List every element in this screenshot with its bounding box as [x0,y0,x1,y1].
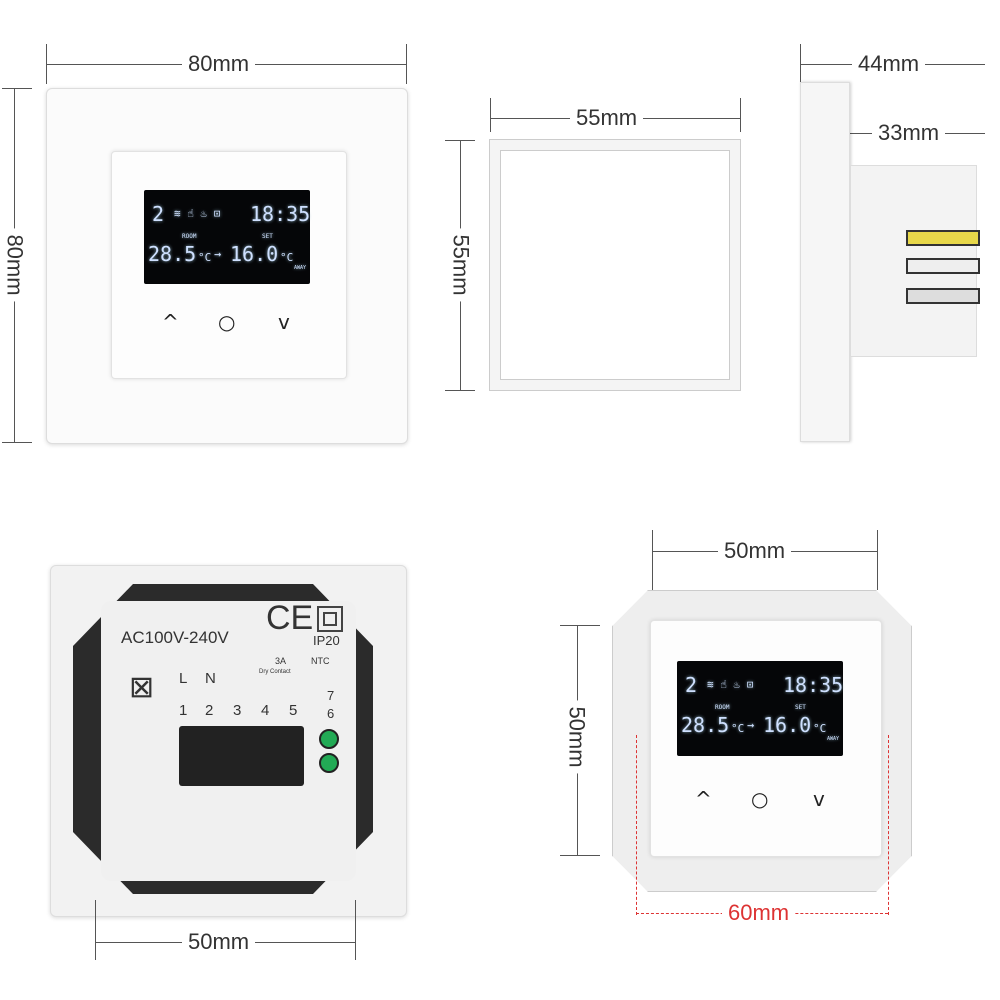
lcd-set-unit: °C [813,722,827,735]
side-plate [800,82,850,442]
up-button[interactable]: ^ [162,310,179,334]
module-face: 2 ≋ ☝ ♨ ⊡ 18:35 ROOM 28.5 °C → SET 16.0 … [650,620,882,857]
ok-button[interactable]: ○ [751,787,769,811]
lcd-room-temp: 28.5 [148,242,197,266]
ntc-label: NTC [311,656,330,666]
lcd-room-tag: ROOM [715,704,730,711]
lcd-set-unit: °C [280,251,294,264]
side-body-label: 33mm [872,121,946,145]
lcd-set-tag: SET [795,704,806,711]
down-button[interactable]: v [813,787,825,811]
module-width-label: 50mm [718,539,792,563]
up-button[interactable]: ^ [695,787,712,811]
lcd-set-temp: 16.0 [230,242,279,266]
voltage-label: AC100V-240V [121,628,229,647]
down-button[interactable]: v [278,310,290,334]
double-insulation-icon [317,606,343,632]
front-panel: 2 ≋ ☝ ♨ ⊡ 18:35 ROOM 28.5 °C → SET 16.0 … [111,151,347,379]
terminal-l: L [179,670,188,687]
lcd-arrow: → [747,718,755,732]
back-module: CE IP20 AC100V-240V ⊠ 3A Dry Contact NTC… [101,601,356,881]
relay-type: Dry Contact [259,669,291,675]
terminal-block [179,726,304,786]
lcd-display: 2 ≋ ☝ ♨ ⊡ 18:35 ROOM 28.5 °C → SET 16.0 … [677,661,843,756]
lcd-room-unit: °C [731,722,745,735]
terminal-1: 1 [179,702,188,719]
lcd-arrow: → [214,247,222,261]
terminal-7: 7 [327,688,335,703]
side-depth-label: 44mm [852,52,926,76]
wifi-icon: ≋ ☝ ♨ ⊡ [174,207,221,220]
module-height-label: 50mm [564,700,590,774]
led-indicator [319,753,339,773]
lcd-time: 18:35 [783,673,844,697]
lcd-mode: 2 [685,673,698,697]
terminal-6: 6 [327,706,335,721]
side-body [850,165,980,357]
frame-height-label: 55mm [448,228,474,302]
wifi-icon: ≋ ☝ ♨ ⊡ [707,678,754,691]
led-indicator [319,729,339,749]
back-plate: CE IP20 AC100V-240V ⊠ 3A Dry Contact NTC… [50,565,407,917]
frame-width-label: 55mm [570,106,644,130]
module-mount-label: 60mm [722,901,796,925]
frame [489,139,741,391]
ce-mark: CE [266,599,314,637]
lcd-room-tag: ROOM [182,233,197,240]
ip-rating: IP20 [313,633,340,648]
terminal-n: N [205,670,216,687]
lcd-away: AWAY [827,736,840,742]
lcd-room-temp: 28.5 [681,713,730,737]
lcd-room-unit: °C [198,251,212,264]
front-width-label: 80mm [182,52,256,76]
terminal-5: 5 [289,702,298,719]
ok-button[interactable]: ○ [218,310,236,334]
lcd-display: 2 ≋ ☝ ♨ ⊡ 18:35 ROOM 28.5 °C → SET 16.0 … [144,190,310,284]
lcd-away: AWAY [294,265,307,271]
terminal-4: 4 [261,702,270,719]
lcd-set-tag: SET [262,233,273,240]
lcd-set-temp: 16.0 [763,713,812,737]
front-height-label: 80mm [2,228,28,302]
lcd-time: 18:35 [250,202,311,226]
terminal-3: 3 [233,702,242,719]
front-plate: 2 ≋ ☝ ♨ ⊡ 18:35 ROOM 28.5 °C → SET 16.0 … [46,88,408,444]
terminal-2: 2 [205,702,214,719]
relay-rating: 3A [275,656,287,666]
weee-icon: ⊠ [129,671,155,704]
lcd-mode: 2 [152,202,165,226]
back-width-label: 50mm [182,930,256,954]
